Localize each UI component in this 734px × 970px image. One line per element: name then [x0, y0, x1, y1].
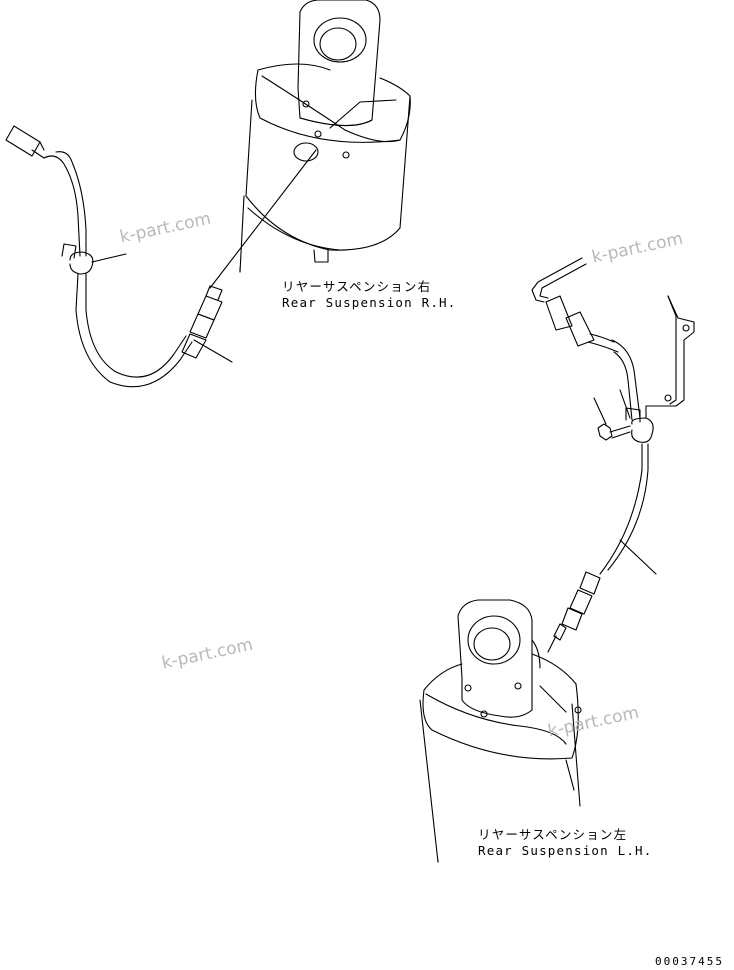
rh-suspension-label: リヤーサスペンション右 Rear Suspension R.H.	[282, 279, 457, 311]
drawing-number: 00037455	[655, 955, 724, 968]
lh-label-jp: リヤーサスペンション左	[478, 827, 628, 842]
lh-label-en: Rear Suspension L.H.	[478, 843, 653, 858]
rh-label-jp: リヤーサスペンション右	[282, 279, 432, 294]
rh-label-en: Rear Suspension R.H.	[282, 295, 457, 310]
lh-sensor-harness	[531, 257, 695, 653]
lh-suspension-label: リヤーサスペンション左 Rear Suspension L.H.	[478, 827, 653, 859]
rh-sensor-harness	[5, 125, 317, 388]
rh-suspension-cylinder	[239, 0, 411, 273]
lh-suspension-cylinder	[419, 599, 582, 863]
